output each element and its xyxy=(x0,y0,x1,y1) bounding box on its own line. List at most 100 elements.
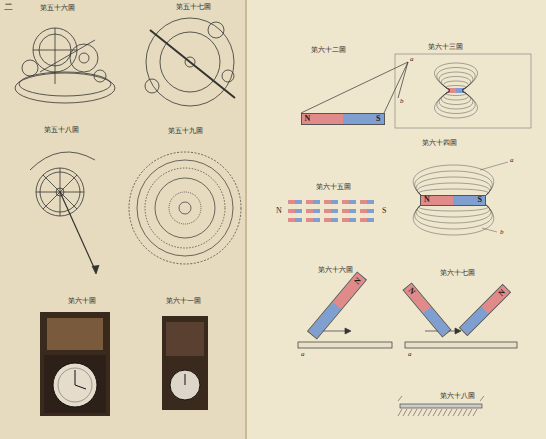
magnet-grid xyxy=(288,200,374,222)
field-line xyxy=(437,91,475,114)
small-magnet xyxy=(313,218,320,222)
hatch-stroke xyxy=(438,409,442,416)
small-magnet xyxy=(367,218,374,222)
small-magnet xyxy=(331,200,338,204)
field-line xyxy=(417,183,489,195)
figure-caption: 第六十五圖 xyxy=(316,184,351,191)
pole-letter: N xyxy=(424,196,430,204)
hatch-stroke xyxy=(403,409,407,416)
pole-letter: S xyxy=(376,115,380,123)
pole-letter: N xyxy=(407,287,417,297)
pole-letter: N xyxy=(353,276,363,286)
escapement-plan xyxy=(145,18,235,106)
field-line xyxy=(441,91,470,105)
figure-caption: 第六十二圖 xyxy=(311,47,346,54)
field-line xyxy=(419,205,489,211)
small-magnet xyxy=(349,218,356,222)
small-magnet xyxy=(324,200,331,204)
hatch-stroke xyxy=(428,409,432,416)
field-line xyxy=(413,205,494,235)
small-magnet xyxy=(448,88,456,93)
small-magnet xyxy=(456,88,464,93)
small-magnet xyxy=(360,209,367,213)
small-magnet xyxy=(342,209,349,213)
small-magnet xyxy=(360,200,367,204)
letter-label: a xyxy=(410,56,414,63)
small-magnet xyxy=(295,209,302,213)
clock-box xyxy=(162,316,208,410)
chronometer-box xyxy=(40,312,110,416)
hatch-stroke xyxy=(453,409,457,416)
bar-magnet: NS xyxy=(301,113,385,125)
hatch-stroke xyxy=(423,409,427,416)
small-magnet xyxy=(331,209,338,213)
small-magnet xyxy=(342,200,349,204)
left-page xyxy=(0,0,246,439)
hatch-stroke xyxy=(468,409,472,416)
magnet-force-lines xyxy=(301,62,408,113)
letter-label: a xyxy=(510,157,514,164)
small-magnet xyxy=(349,200,356,204)
field-line xyxy=(437,68,475,91)
hatch-stroke xyxy=(473,409,477,416)
small-magnet xyxy=(324,218,331,222)
pole-letter: S xyxy=(478,196,482,204)
field-line xyxy=(415,171,493,195)
pole-letter: N xyxy=(497,288,507,298)
field-line xyxy=(415,205,493,229)
field-frame xyxy=(395,54,531,128)
letter-label: a xyxy=(408,351,412,358)
figure-caption: 第六十圖 xyxy=(68,298,96,305)
iron-bar xyxy=(405,328,517,348)
support-stroke xyxy=(480,396,484,401)
small-magnet xyxy=(349,209,356,213)
field-line xyxy=(416,177,491,195)
small-magnet xyxy=(288,200,295,204)
concentric-dial xyxy=(129,152,241,264)
leader-line xyxy=(480,162,508,170)
hatch-stroke xyxy=(433,409,437,416)
clockwork-figure xyxy=(15,28,115,103)
small-magnet xyxy=(288,218,295,222)
balance-wheel xyxy=(30,152,99,274)
field-line xyxy=(435,91,478,118)
field-line xyxy=(435,63,478,90)
figure-caption: 第六十一圖 xyxy=(166,298,201,305)
small-magnet xyxy=(313,209,320,213)
small-magnet xyxy=(306,209,313,213)
field-lines xyxy=(413,63,508,235)
hatch-stroke xyxy=(463,409,467,416)
field-line xyxy=(416,205,491,223)
figure-caption: 第六十四圖 xyxy=(422,140,457,147)
field-line xyxy=(417,205,489,217)
support-stroke xyxy=(398,396,402,401)
letter-label: b xyxy=(500,229,504,236)
hatch-stroke xyxy=(413,409,417,416)
figure-caption: 第六十七圖 xyxy=(440,270,475,277)
leader-line xyxy=(482,228,497,232)
small-magnet xyxy=(342,218,349,222)
small-magnet xyxy=(288,209,295,213)
field-line xyxy=(439,72,473,90)
hatch-stroke xyxy=(448,409,452,416)
figure-caption: 二 xyxy=(4,3,13,12)
letter-label: a xyxy=(301,351,305,358)
small-magnet xyxy=(367,209,374,213)
figure-caption: 第六十三圖 xyxy=(428,44,463,51)
hatched-bar xyxy=(400,404,482,408)
figure-caption: 第五十七圖 xyxy=(176,4,211,11)
hatch-stroke xyxy=(458,409,462,416)
figure-caption: N xyxy=(276,207,282,215)
figure-caption: 第六十八圖 xyxy=(440,393,475,400)
right-page xyxy=(246,0,546,439)
hatch-stroke xyxy=(398,409,402,416)
figure-caption: S xyxy=(382,207,386,215)
figure-caption: 第五十八圖 xyxy=(44,127,79,134)
figure-caption: 第五十六圖 xyxy=(40,5,75,12)
figure-caption: 第六十六圖 xyxy=(318,267,353,274)
hatch-stroke xyxy=(408,409,412,416)
letter-label: b xyxy=(400,98,404,105)
small-magnet xyxy=(360,218,367,222)
small-magnet xyxy=(295,218,302,222)
